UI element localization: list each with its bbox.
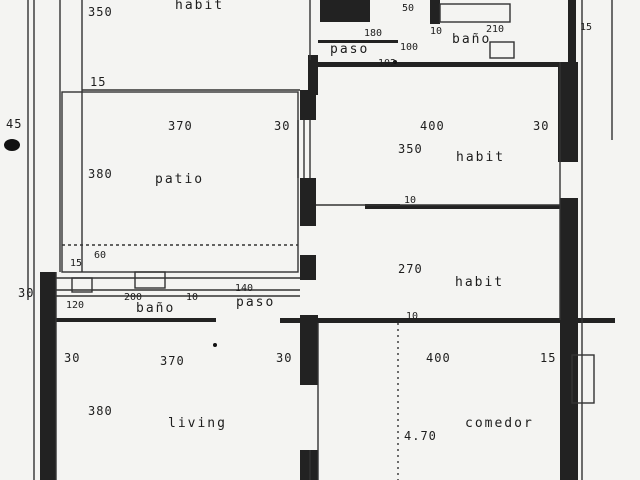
wall-top-right-edge [568, 0, 576, 62]
dim-50: 50 [402, 3, 415, 14]
dim-30-top: 30 [274, 119, 291, 133]
dim-10-c: 10 [186, 292, 199, 303]
bano-fixture-mid [134, 271, 166, 289]
dim-30-left: 30 [18, 286, 35, 300]
dim-380-liv: 380 [88, 404, 113, 418]
wall-living-pier-bottom [300, 450, 318, 480]
dim-30-liv: 30 [64, 351, 81, 365]
room-paso-mid: paso [236, 295, 276, 310]
room-paso-top: paso [330, 42, 370, 57]
wall-paso-top [318, 62, 568, 67]
room-patio: patio [155, 172, 205, 187]
patio-outline [61, 91, 299, 273]
door-top-right [430, 0, 440, 24]
wall-habit-lower [400, 205, 560, 209]
dim-140: 140 [235, 283, 254, 294]
dim-60: 60 [94, 250, 107, 261]
dim-370-top: 370 [168, 119, 193, 133]
dim-470: 4.70 [404, 429, 437, 443]
bath-fixture-top [439, 3, 511, 23]
dim-370-liv: 370 [160, 354, 185, 368]
bano-fixture-mid-2 [71, 277, 93, 293]
comedor-fixture [571, 354, 595, 404]
wall-paso-top-left [318, 40, 398, 43]
dim-350-mid: 350 [398, 142, 423, 156]
dim-400-top: 400 [420, 119, 445, 133]
room-habit-mid: habit [456, 150, 506, 165]
dim-45: 45 [6, 117, 23, 131]
room-habit-lower: habit [455, 275, 505, 290]
dim-200: 200 [124, 292, 143, 303]
wall-living-pier [300, 315, 318, 385]
dim-180: 180 [364, 28, 383, 39]
wall-habit-lower-thick [365, 204, 400, 209]
dim-120: 120 [66, 300, 85, 311]
wall-right-upper [558, 62, 578, 162]
dim-350-top: 350 [88, 5, 113, 19]
marker-left [4, 139, 20, 151]
dim-15-com: 15 [540, 351, 557, 365]
dim-15-right: 15 [580, 22, 593, 33]
dim-102: 102 [378, 58, 397, 69]
dot-living [213, 343, 217, 347]
dim-30-mid: 30 [276, 351, 293, 365]
wall-bano-mid [56, 318, 216, 322]
dim-10-b: 10 [404, 195, 417, 206]
stair-top [320, 0, 370, 22]
wall-left-outer [40, 272, 56, 480]
dim-270: 270 [398, 262, 423, 276]
dim-210: 210 [486, 24, 505, 35]
dim-30-right: 30 [533, 119, 550, 133]
bath-fixture-top-2 [489, 41, 515, 59]
wall-center-pier-2 [300, 178, 316, 226]
dot-paso [393, 60, 397, 64]
dim-15-b: 15 [70, 258, 83, 269]
wall-living-top [280, 318, 615, 323]
room-bano-top: baño [452, 32, 492, 47]
room-bano-mid: baño [136, 301, 176, 316]
dim-10-a: 10 [430, 26, 443, 37]
wall-right-column [560, 198, 578, 480]
room-living: living [168, 416, 227, 431]
dim-100: 100 [400, 42, 419, 53]
wall-center-pier-3 [300, 255, 316, 280]
wall-center-pier [300, 90, 316, 120]
dim-380-patio: 380 [88, 167, 113, 181]
wall-center-top [308, 55, 318, 95]
dim-10-d: 10 [406, 311, 419, 322]
dim-15-left: 15 [90, 75, 107, 89]
room-comedor: comedor [465, 416, 534, 431]
room-habit-top: habit [175, 0, 225, 13]
dim-400-com: 400 [426, 351, 451, 365]
